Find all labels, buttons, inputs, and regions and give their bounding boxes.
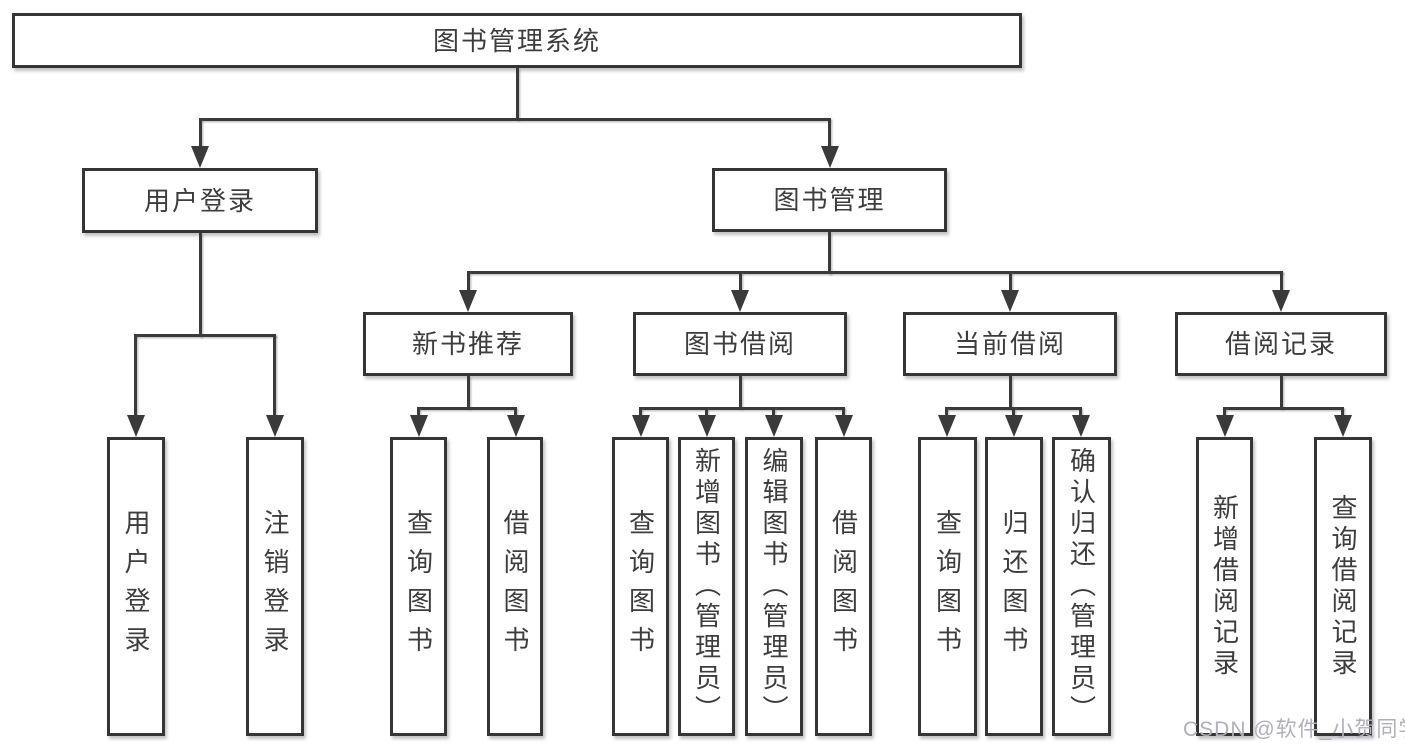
leaf-label: 新增借阅记录 bbox=[1209, 493, 1240, 680]
connector-line bbox=[134, 334, 276, 337]
arrowhead bbox=[1333, 415, 1352, 437]
leaf-label: 归还图书 bbox=[999, 508, 1029, 665]
arrowhead bbox=[631, 415, 650, 437]
connector-line bbox=[945, 407, 948, 419]
arrowhead bbox=[1272, 290, 1290, 312]
node-label: 用户登录 bbox=[143, 185, 256, 216]
leaf-user-login: 用户登录 bbox=[107, 437, 165, 736]
node-borrow-records: 借阅记录 bbox=[1175, 312, 1387, 376]
watermark: CSDN @软件_小贺同学 bbox=[1183, 718, 1405, 741]
connector-line bbox=[417, 407, 420, 419]
node-book-borrow: 图书借阅 bbox=[633, 312, 847, 376]
node-current-borrow: 当前借阅 bbox=[903, 312, 1117, 376]
leaf-label: 注销登录 bbox=[260, 508, 290, 665]
node-book-management: 图书管理 bbox=[712, 168, 947, 232]
connector-line bbox=[1012, 407, 1015, 419]
connector-line bbox=[639, 407, 844, 410]
leaf-borrow-books-2: 借阅图书 bbox=[815, 437, 872, 736]
leaf-add-book-admin: 新增图书（管理员） bbox=[678, 437, 735, 736]
leaf-confirm-return-admin: 确认归还（管理员） bbox=[1052, 437, 1111, 736]
leaf-query-books-2: 查询图书 bbox=[612, 437, 669, 736]
connector-line bbox=[772, 407, 775, 419]
node-root-label: 图书管理系统 bbox=[432, 25, 601, 56]
leaf-label: 查询图书 bbox=[625, 508, 656, 665]
node-new-book-recommend: 新书推荐 bbox=[363, 312, 573, 376]
connector-line bbox=[1279, 271, 1283, 294]
leaf-add-borrow-record: 新增借阅记录 bbox=[1196, 437, 1253, 736]
arrowhead bbox=[409, 415, 428, 437]
connector-line bbox=[639, 407, 642, 419]
arrowhead bbox=[126, 415, 145, 437]
leaf-label: 查询借阅记录 bbox=[1328, 493, 1358, 680]
arrowhead bbox=[1001, 290, 1019, 312]
arrowhead bbox=[1215, 415, 1234, 437]
arrowhead bbox=[1071, 415, 1090, 437]
connector-line bbox=[1008, 271, 1012, 294]
node-label: 新书推荐 bbox=[411, 329, 524, 359]
leaf-label: 编辑图书（管理员） bbox=[759, 447, 789, 726]
connector-line bbox=[514, 407, 517, 419]
leaf-label: 借阅图书 bbox=[828, 508, 859, 665]
leaf-borrow-books-1: 借阅图书 bbox=[487, 437, 543, 736]
connector-line bbox=[198, 118, 202, 148]
leaf-label: 新增图书（管理员） bbox=[691, 447, 722, 726]
arrowhead bbox=[731, 290, 749, 312]
arrowhead bbox=[191, 146, 209, 168]
connector-line bbox=[842, 407, 845, 419]
leaf-return-book: 归还图书 bbox=[985, 437, 1043, 736]
connector-line bbox=[466, 376, 470, 409]
connector-line bbox=[738, 376, 742, 409]
leaf-logout: 注销登录 bbox=[246, 437, 304, 736]
connector-line bbox=[828, 118, 831, 148]
connector-line bbox=[1279, 376, 1283, 409]
arrowhead bbox=[820, 146, 839, 168]
leaf-query-books-1: 查询图书 bbox=[390, 437, 447, 736]
connector-line bbox=[198, 233, 202, 337]
connector-line bbox=[1079, 407, 1082, 419]
node-root: 图书管理系统 bbox=[12, 13, 1022, 68]
arrowhead bbox=[1004, 415, 1023, 437]
connector-line bbox=[1341, 407, 1344, 419]
arrowhead bbox=[834, 415, 853, 437]
leaf-label: 用户登录 bbox=[121, 508, 151, 665]
leaf-query-borrow-record: 查询借阅记录 bbox=[1314, 437, 1372, 736]
connector-line bbox=[134, 334, 137, 419]
leaf-query-books-3: 查询图书 bbox=[918, 437, 977, 736]
connector-line bbox=[1008, 376, 1012, 409]
connector-line bbox=[828, 232, 831, 274]
connector-line bbox=[198, 118, 830, 121]
arrowhead bbox=[265, 415, 284, 437]
arrowhead bbox=[764, 415, 783, 437]
leaf-label: 查询图书 bbox=[403, 508, 434, 665]
leaf-edit-book-admin: 编辑图书（管理员） bbox=[745, 437, 803, 736]
connector-line bbox=[1223, 407, 1226, 419]
leaf-label: 借阅图书 bbox=[500, 508, 530, 665]
connector-line bbox=[417, 407, 515, 410]
connector-line bbox=[273, 334, 276, 419]
node-label: 图书管理 bbox=[773, 185, 886, 215]
connector-line bbox=[738, 271, 742, 294]
connector-line bbox=[466, 271, 1283, 274]
arrowhead bbox=[459, 290, 477, 312]
connector-line bbox=[515, 68, 519, 120]
node-label: 借阅记录 bbox=[1224, 329, 1337, 359]
node-label: 当前借阅 bbox=[953, 329, 1066, 359]
arrowhead bbox=[937, 415, 956, 437]
connector-line bbox=[1223, 407, 1343, 410]
connector-line bbox=[466, 271, 470, 294]
node-user-login: 用户登录 bbox=[82, 168, 318, 233]
arrowhead bbox=[506, 415, 525, 437]
leaf-label: 确认归还（管理员） bbox=[1066, 447, 1097, 726]
node-label: 图书借阅 bbox=[683, 329, 796, 359]
arrowhead bbox=[697, 415, 716, 437]
connector-line bbox=[705, 407, 708, 419]
leaf-label: 查询图书 bbox=[932, 508, 963, 665]
